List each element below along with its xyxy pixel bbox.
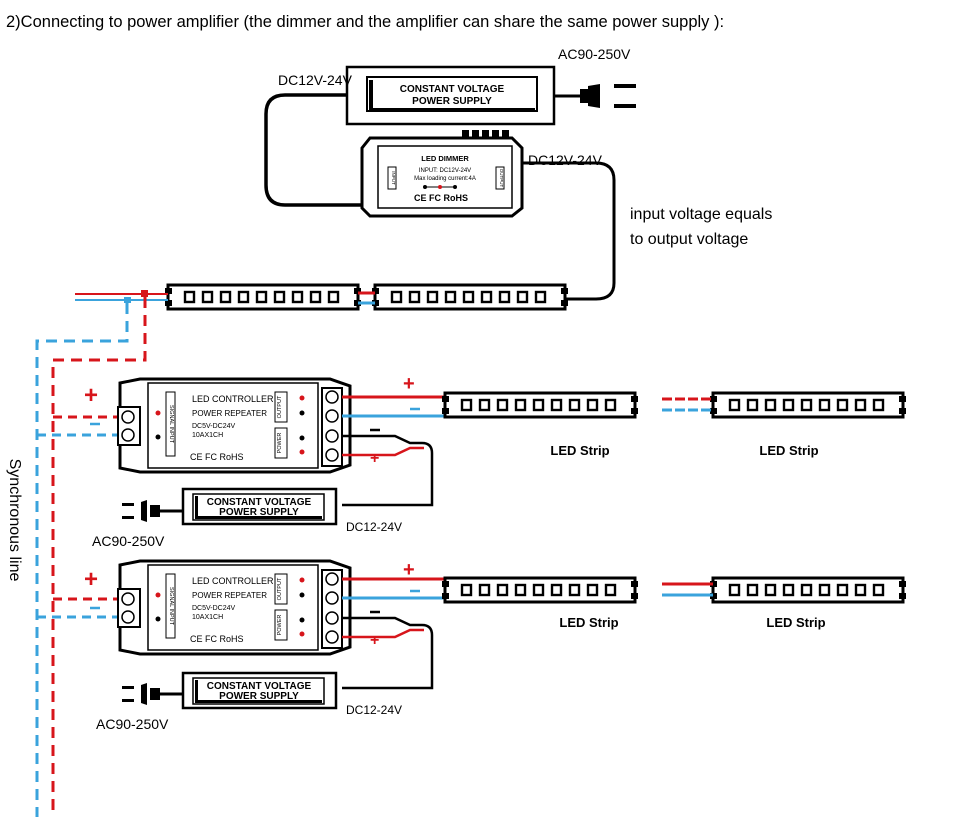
dimmer-spec-2: Max loading current:4A xyxy=(414,176,476,182)
synchronous-line-label: Synchronous line xyxy=(6,459,23,582)
rep1-signal-input: SIGNAL INPUT xyxy=(168,405,174,444)
dimmer-title: LED DIMMER xyxy=(421,154,469,163)
svg-text:+: + xyxy=(403,373,415,395)
dimmer-output-tag: OUTPUT xyxy=(499,169,504,188)
rep2-output-tag: OUTPUT xyxy=(277,577,283,600)
strip-row2-a xyxy=(440,576,640,604)
rep2-power-tag: POWER xyxy=(277,615,283,636)
rep2-line2: POWER REPEATER xyxy=(192,591,267,600)
psu-repeater-2 xyxy=(122,671,338,710)
rep1-line3: DC5V-DC24V xyxy=(192,423,236,430)
strip-row1-b xyxy=(708,391,908,419)
strip-label-2a: LED Strip xyxy=(559,615,618,630)
rep1-psu-label-1: CONSTANT VOLTAGE xyxy=(207,497,312,508)
rep2-signal-input: SIGNAL INPUT xyxy=(168,587,174,626)
rep1-line1: LED CONTROLLER xyxy=(192,394,274,404)
top-dc-label: DC12V-24V xyxy=(278,72,353,88)
top-psu-label-2: POWER SUPPLY xyxy=(412,96,492,107)
top-psu-label-1: CONSTANT VOLTAGE xyxy=(400,84,505,95)
top-led-strip-2 xyxy=(370,283,570,311)
top-ac-label: AC90-250V xyxy=(558,46,631,62)
dimmer-cert: CE FC RoHS xyxy=(414,193,468,203)
svg-text:+: + xyxy=(370,450,379,467)
psu-repeater-1 xyxy=(122,487,338,526)
power-repeater-2 xyxy=(117,559,352,656)
rep2-psu-label-2: POWER SUPPLY xyxy=(219,691,299,702)
rep1-cert: CE FC RoHS xyxy=(190,452,244,462)
rep2-ac-label: AC90-250V xyxy=(96,716,169,732)
rep2-line3: DC5V-DC24V xyxy=(192,605,236,612)
led-dimmer-device xyxy=(360,130,524,218)
strip-row1-a xyxy=(440,391,640,419)
top-led-strip-1 xyxy=(163,283,363,311)
rep2-line4: 10AX1CH xyxy=(192,614,223,621)
rep2-cert: CE FC RoHS xyxy=(190,634,244,644)
strip-label-1a: LED Strip xyxy=(550,443,609,458)
svg-text:+: + xyxy=(370,632,379,649)
rep1-line4: 10AX1CH xyxy=(192,432,223,439)
page-heading: 2)Connecting to power amplifier (the dim… xyxy=(6,13,724,31)
note-line-2: to output voltage xyxy=(630,231,748,248)
strip-label-1b: LED Strip xyxy=(759,443,818,458)
rep1-power-tag: POWER xyxy=(277,433,283,454)
strip-label-2b: LED Strip xyxy=(766,615,825,630)
power-repeater-1 xyxy=(117,377,352,474)
dimmer-spec-1: INPUT: DC12V-24V xyxy=(419,168,471,174)
rep1-psu-label-2: POWER SUPPLY xyxy=(219,507,299,518)
rep1-line2: POWER REPEATER xyxy=(192,409,267,418)
synchronous-line xyxy=(35,297,147,817)
svg-text:+: + xyxy=(84,382,98,409)
rep2-line1: LED CONTROLLER xyxy=(192,576,274,586)
dimmer-dc-label: DC12V-24V xyxy=(528,152,603,168)
rep2-dc-label: DC12-24V xyxy=(346,703,402,717)
rep1-ac-label: AC90-250V xyxy=(92,533,165,549)
dimmer-input-tag: INPUT xyxy=(391,171,396,185)
top-power-supply xyxy=(345,65,556,126)
top-ac-plug-icon xyxy=(554,84,636,108)
svg-text:+: + xyxy=(84,566,98,593)
strip-row2-b xyxy=(708,576,908,604)
svg-text:+: + xyxy=(403,559,415,581)
rep1-output-tag: OUTPUT xyxy=(277,395,283,418)
note-line-1: input voltage equals xyxy=(630,206,772,223)
rep2-psu-label-1: CONSTANT VOLTAGE xyxy=(207,681,312,692)
rep1-dc-label: DC12-24V xyxy=(346,520,402,534)
